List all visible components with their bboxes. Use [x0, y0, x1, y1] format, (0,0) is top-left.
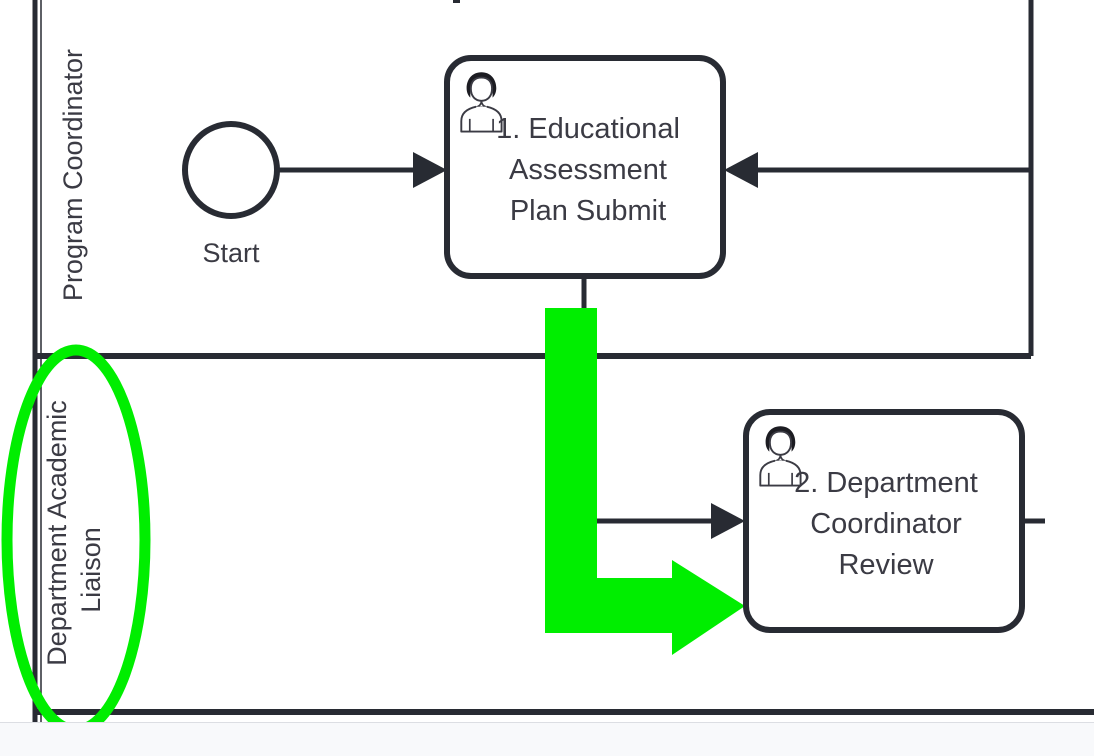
start-event-node[interactable]: Start: [182, 121, 280, 268]
flow-incoming-task1-arrowhead: [724, 152, 758, 188]
task-2-label-line1: 2. Department: [794, 467, 978, 499]
lane-label-program-coordinator-group: Program Coordinator: [58, 49, 88, 301]
flow-start-to-task1-arrowhead: [413, 152, 447, 188]
task-1-label-line3: Plan Submit: [510, 195, 666, 227]
lane-label-department-academic-liaison-line2: Liaison: [76, 527, 106, 613]
start-event-circle[interactable]: [182, 121, 280, 219]
task-2-label-line3: Review: [838, 549, 934, 581]
green-highlight-arrow: [545, 308, 745, 655]
start-event-label: Start: [202, 238, 260, 268]
task-1-label-line1: 1. Educational: [496, 113, 680, 145]
pool-structure: [32, 0, 1094, 730]
task-1-label-line2: Assessment: [509, 154, 667, 186]
task-1-box[interactable]: [444, 55, 726, 279]
lane-label-program-coordinator: Program Coordinator: [58, 49, 88, 301]
clipped-element-mark: [453, 0, 460, 3]
flow-task1-to-task2-arrowhead: [711, 503, 745, 539]
task-2-box[interactable]: [743, 409, 1025, 633]
lane-label-department-academic-liaison-line1: Department Academic: [42, 400, 72, 666]
task-2-node[interactable]: 2. Department Coordinator Review: [743, 409, 1025, 633]
task-1-node[interactable]: 1. Educational Assessment Plan Submit: [444, 55, 726, 279]
flow-task1-to-task2[interactable]: [581, 277, 745, 539]
user-icon: [759, 426, 802, 487]
task-2-label-line2: Coordinator: [810, 508, 962, 540]
flow-incoming-task1[interactable]: [724, 152, 1031, 188]
flow-start-to-task1[interactable]: [277, 152, 447, 188]
lane-label-department-academic-liaison-group: Department Academic Liaison: [42, 400, 106, 666]
flow-task1-to-task2-line[interactable]: [581, 277, 712, 524]
footer-strip: [0, 722, 1094, 756]
user-icon: [460, 72, 503, 133]
